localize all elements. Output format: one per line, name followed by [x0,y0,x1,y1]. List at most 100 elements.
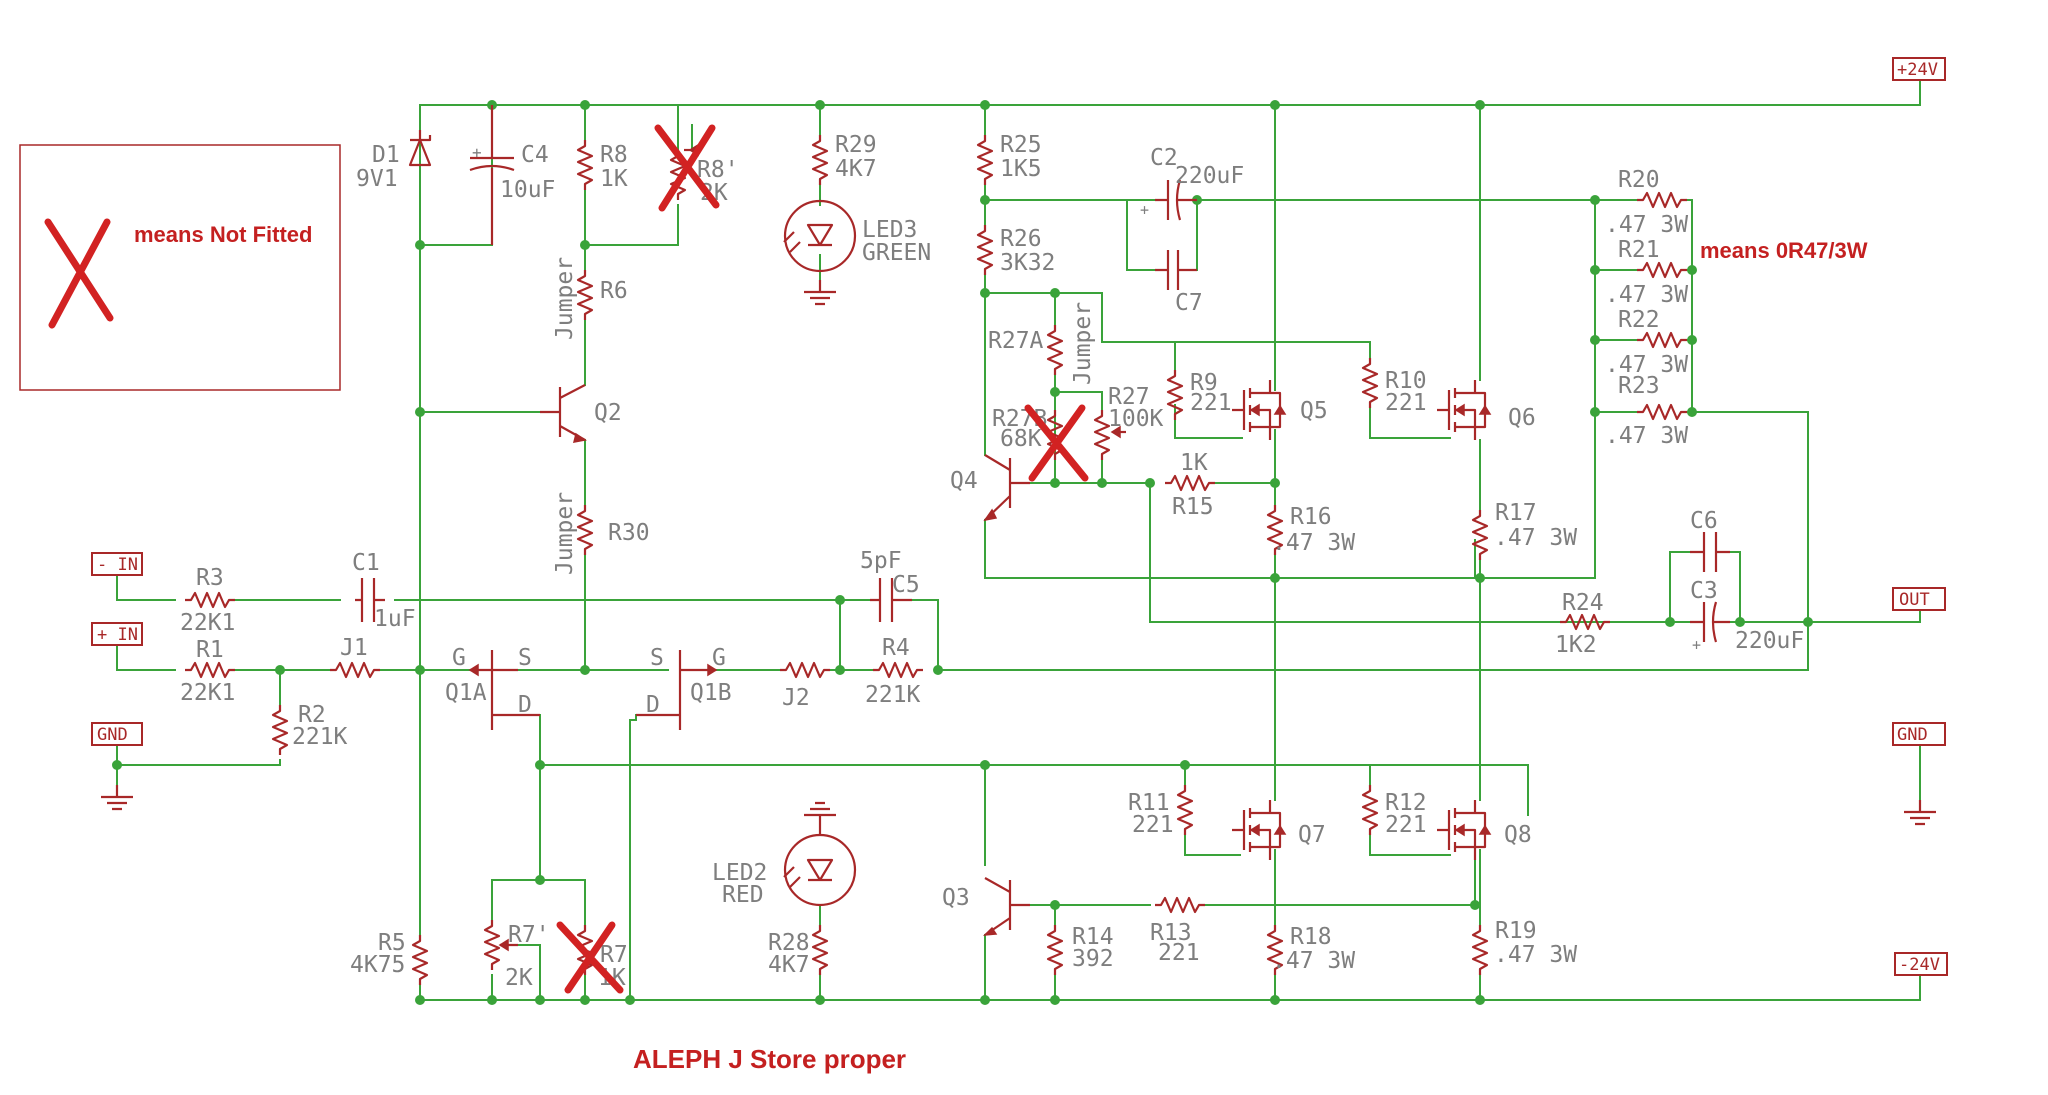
r7-label: R7 [600,942,628,968]
resistor-r25: R25 1K5 [976,132,1042,187]
c5-label: C5 [892,572,920,598]
mosfet-q7: Q7 [1230,798,1326,862]
q5-label: Q5 [1300,398,1328,424]
port-minus-in: - IN [91,552,143,576]
r8-label: R8 [600,142,628,168]
r24-value: 1K2 [1555,632,1597,658]
c3-label: C3 [1690,578,1718,604]
r15-value: 1K [1180,450,1208,476]
svg-text:+: + [472,143,482,162]
resistor-r21: R21 .47 3W [1605,237,1688,308]
c1-label: C1 [352,550,380,576]
capacitor-c6: C6 [1690,508,1730,572]
q1b-source-pin: S [650,645,664,671]
q1b-label: Q1B [690,680,732,706]
j1-label: J1 [340,635,368,661]
r27-value: 100K [1108,406,1164,432]
capacitor-c3: + C3 220uF [1690,578,1804,654]
zener-diode-d1: D1 9V1 [356,130,432,192]
r19-label: R19 [1495,918,1537,944]
r21-label: R21 [1618,237,1660,263]
resistor-r30: R30 Jumper [552,492,650,575]
r18-label: R18 [1290,924,1332,950]
c5-value: 5pF [860,548,902,574]
r9-label: R9 [1190,370,1218,396]
resistor-r8: R8 1K [576,138,628,192]
r29-value: 4K7 [835,156,877,182]
r26-value: 3K32 [1000,250,1055,276]
resistor-r2: R2 221K [271,702,348,757]
port-gnd-input: GND [91,722,143,746]
resistor-r3: R3 22K1 [180,565,237,636]
port-minus-24v: -24V [1894,952,1948,976]
resistor-r27b: R27B 68K [992,404,1089,482]
resistor-r15: 1K R15 [1163,450,1217,520]
r19-value: .47 3W [1494,942,1577,968]
svg-text:+ IN: + IN [97,625,138,645]
r7p-value: 2K [505,965,533,991]
trimmer-r27: R27 100K [1093,384,1164,462]
transistor-q3: Q3 [942,877,1030,936]
led3: LED3 GREEN [783,199,931,306]
not-fitted-mark [556,921,624,994]
r23-label: R23 [1618,373,1660,399]
svg-text:GND: GND [1897,725,1928,745]
r4-label: R4 [882,635,910,661]
r20-value: .47 3W [1605,212,1688,238]
svg-text:-24V: -24V [1899,955,1940,975]
c7-label: C7 [1175,290,1203,316]
r12-value: 221 [1385,812,1427,838]
c3-value: 220uF [1735,628,1804,654]
jumper-j1: J1 [328,635,382,679]
port-plus-24v: +24V [1892,57,1946,81]
mosfet-q5: Q5 [1230,378,1328,442]
resistor-r28: R28 4K7 [768,923,829,978]
r9-value: 221 [1190,390,1232,416]
r28-label: R28 [768,930,810,956]
r24-label: R24 [1562,590,1604,616]
svg-text:- IN: - IN [97,555,138,575]
resistor-note: means 0R47/3W [1700,238,1868,263]
svg-text:+24V: +24V [1897,60,1938,80]
r29-label: R29 [835,132,877,158]
resistor-r11: R11 221 [1128,783,1194,838]
r8-value: 1K [600,166,628,192]
resistor-r18: R18 .47 3W [1266,923,1355,977]
resistor-r19: R19 .47 3W [1471,918,1577,977]
jfet-q1a: G S D Q1A [445,645,540,730]
r30-label: R30 [608,520,650,546]
resistor-r5: R5 4K75 [350,930,429,987]
resistor-r12: R12 221 [1361,783,1427,838]
resistor-r20: R20 .47 3W [1605,167,1688,238]
r25-label: R25 [1000,132,1042,158]
resistor-r4: R4 221K [865,635,925,708]
resistor-r27a: R27A Jumper [988,302,1096,385]
q1a-source-pin: S [518,645,532,671]
r5-value: 4K75 [350,952,405,978]
r17-label: R17 [1495,500,1537,526]
r3-value: 22K1 [180,610,235,636]
trimmer-r8-prime: R8' 2K [654,124,739,212]
mosfet-q6: Q6 [1435,378,1536,442]
capacitor-c1: C1 1uF [352,550,416,632]
r27b-value: 68K [1000,426,1042,452]
capacitor-c7: C7 [1155,250,1203,316]
r27a-label: R27A [988,328,1044,354]
resistor-r7: R7 1K [556,921,628,994]
svg-text:GND: GND [97,725,128,745]
svg-text:+: + [1140,201,1149,219]
r26-label: R26 [1000,226,1042,252]
r11-label: R11 [1128,790,1170,816]
resistor-r17: R17 .47 3W [1471,500,1577,562]
r18-value: .47 3W [1272,948,1355,974]
r7p-label: R7' [508,922,550,948]
q7-label: Q7 [1298,822,1326,848]
wires [116,79,1921,1001]
r28-value: 4K7 [768,952,810,978]
led2-label: LED2 [712,860,767,886]
not-fitted-mark [1024,404,1089,482]
q1a-drain-pin: D [518,692,532,718]
r22-value: .47 3W [1605,352,1688,378]
ground-symbol-output [1902,798,1938,826]
r30-value: Jumper [552,492,578,575]
